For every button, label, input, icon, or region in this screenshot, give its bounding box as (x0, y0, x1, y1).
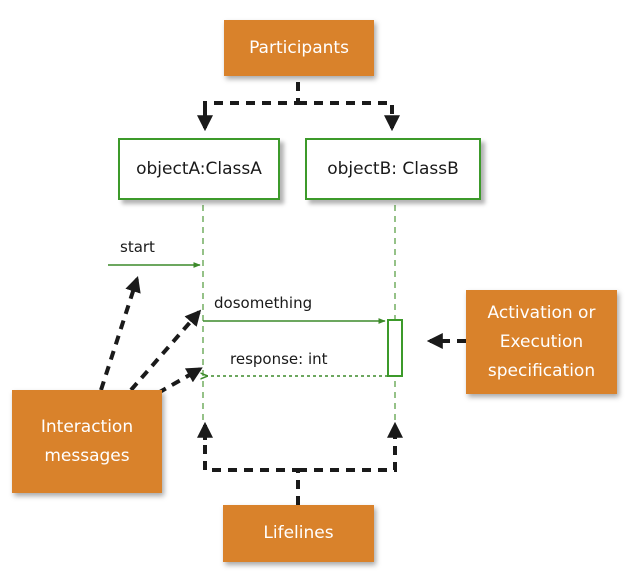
activation-callout-line1: Activation or (487, 302, 596, 323)
dosomething-message-label: dosomething (214, 294, 313, 312)
activation-callout: Activation or Execution specification (466, 290, 617, 394)
participant-a: objectA:ClassA (118, 138, 280, 200)
participants-callout-label: Participants (249, 37, 349, 58)
response-message-label: response: int (230, 350, 328, 368)
interaction-connector-start (99, 275, 141, 391)
participants-callout: Participants (224, 20, 374, 76)
activation-bar (387, 319, 403, 377)
activation-callout-line2: Execution (499, 331, 584, 352)
participant-a-label: objectA:ClassA (136, 159, 262, 179)
interaction-connector-response (157, 367, 203, 395)
interaction-callout: Interaction messages (12, 390, 162, 493)
lifelines-callout: Lifelines (223, 505, 374, 562)
participants-connector (203, 82, 392, 128)
lifelines-callout-label: Lifelines (263, 523, 334, 543)
participant-b: objectB: ClassB (305, 138, 481, 200)
interaction-callout-line1: Interaction (40, 416, 134, 437)
start-message-label: start (120, 238, 155, 256)
participant-b-label: objectB: ClassB (327, 159, 459, 179)
lifelines-connector (203, 425, 395, 505)
interaction-connector-dosomething (129, 309, 202, 392)
activation-callout-line3: specification (487, 360, 596, 381)
interaction-callout-line2: messages (44, 445, 130, 466)
